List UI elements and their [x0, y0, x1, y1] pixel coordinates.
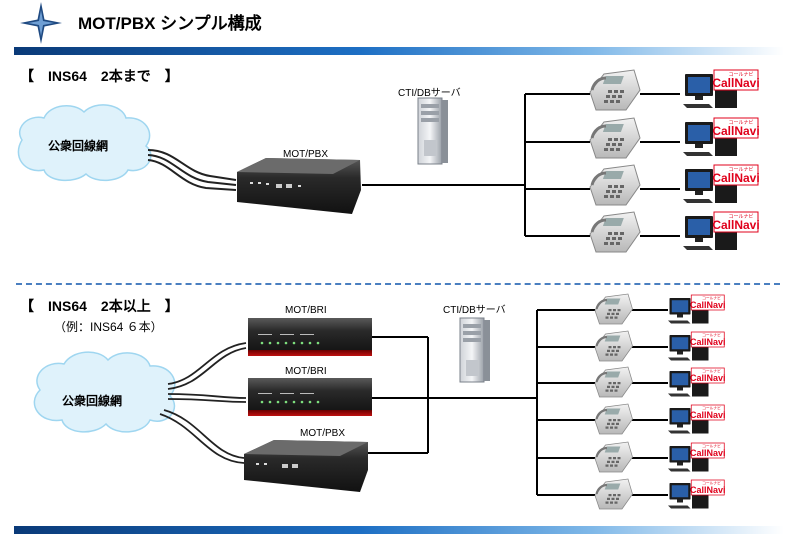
ip-phone-icon	[589, 117, 641, 159]
section-divider	[16, 283, 780, 285]
svg-text:CallNavi: CallNavi	[690, 448, 726, 458]
svg-text:CallNavi: CallNavi	[712, 124, 759, 138]
star-logo-icon	[20, 2, 62, 44]
section1-mot-pbx-device	[237, 158, 361, 214]
section1-cti-db-server	[417, 97, 448, 165]
svg-text:コールナビ: コールナビ	[728, 119, 753, 126]
svg-text:CallNavi: CallNavi	[690, 410, 726, 420]
ip-phone-icon	[594, 330, 633, 362]
section2-server-label: CTI/DBサーバ	[443, 305, 506, 316]
svg-text:コールナビ: コールナビ	[728, 71, 753, 78]
svg-text:CallNavi: CallNavi	[690, 485, 726, 495]
section1-pbx-label: MOT/PBX	[283, 149, 329, 160]
ip-phone-icon	[589, 164, 641, 206]
ip-phone-icon	[594, 478, 633, 510]
svg-text:コールナビ: コールナビ	[702, 406, 721, 411]
svg-text:CallNavi: CallNavi	[690, 300, 726, 310]
footer-divider	[14, 526, 784, 534]
section2-bri2-label: MOT/BRI	[285, 366, 327, 377]
section2-bri1-label: MOT/BRI	[285, 305, 327, 316]
svg-text:CallNavi: CallNavi	[712, 76, 759, 90]
svg-text:コールナビ: コールナビ	[702, 333, 721, 338]
section2-pbx-label: MOT/PBX	[300, 428, 346, 439]
section1-heading: 【 INS64 2本まで 】	[20, 68, 179, 84]
svg-text:コールナビ: コールナビ	[702, 481, 721, 486]
section2-subheading: （例：INS64 ６本）	[54, 320, 163, 334]
svg-text:コールナビ: コールナビ	[728, 213, 753, 220]
svg-text:CallNavi: CallNavi	[690, 373, 726, 383]
svg-text:コールナビ: コールナビ	[728, 166, 753, 173]
section1-public-network-cloud	[17, 104, 152, 182]
svg-text:コールナビ: コールナビ	[702, 444, 721, 449]
svg-text:CallNavi: CallNavi	[712, 171, 759, 185]
header-divider	[14, 47, 784, 55]
section2-mot-pbx-device	[244, 440, 368, 492]
section1-server-label: CTI/DBサーバ	[398, 88, 461, 99]
section2-cloud-label: 公衆回線網	[62, 394, 123, 408]
ip-phone-icon	[594, 403, 633, 435]
svg-text:コールナビ: コールナビ	[702, 296, 721, 301]
section2-mot-bri-device-1	[248, 318, 372, 356]
section1-cloud-label: 公衆回線網	[48, 139, 109, 153]
ip-phone-icon	[589, 69, 641, 111]
ip-phone-icon	[594, 366, 633, 398]
section2-mot-bri-device-2	[248, 378, 372, 416]
section2-public-network-cloud	[33, 351, 176, 433]
svg-text:コールナビ: コールナビ	[702, 369, 721, 374]
section2-heading: 【 INS64 2本以上 】	[20, 298, 179, 314]
ip-phone-icon	[589, 211, 641, 253]
ip-phone-icon	[594, 293, 633, 325]
section2-cti-db-server	[459, 317, 490, 383]
ip-phone-icon	[594, 441, 633, 473]
svg-text:CallNavi: CallNavi	[712, 218, 759, 232]
svg-text:CallNavi: CallNavi	[690, 337, 726, 347]
page-title: MOT/PBX シンプル構成	[78, 14, 262, 33]
